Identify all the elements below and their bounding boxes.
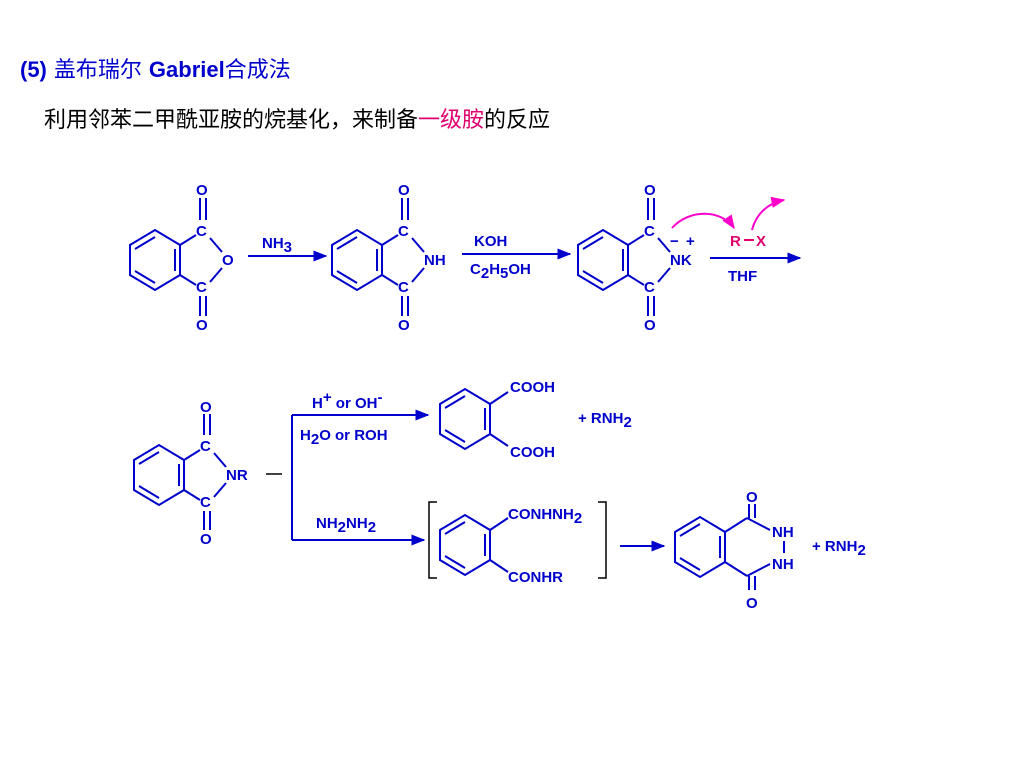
reagent-koh: KOH [474,233,507,250]
phthalic-acid: COOH COOH [439,379,555,461]
bracket-right [598,501,607,579]
heading-cn: 盖布瑞尔 [53,58,142,83]
reagent-water-alcohol: H2O or ROH [300,427,388,448]
atom-c: C [398,279,409,296]
atom-o: O [200,531,212,548]
halide-x: X [756,233,766,250]
atom-c: C [644,279,655,296]
group-cooh: COOH [510,379,555,396]
atom-o: O [398,317,410,334]
curly-arrow-nucleophile [671,212,735,230]
atom-o: O [200,399,212,416]
atom-o: O [746,489,758,506]
charge-plus: + [686,233,695,250]
atom-c: C [398,223,409,240]
subtitle-highlight: 一级胺 [418,108,485,133]
group-conhnh2: CONHNH2 [508,506,582,527]
reagent-hydrazine: NH2NH2 [316,515,376,536]
product-amine: + RNH2 [578,410,632,431]
atom-c: C [196,223,207,240]
bracket-left [428,501,437,579]
alkyl-r: R [730,233,741,250]
heading-number: (5) [20,57,47,82]
atom-nr: NR [226,467,248,484]
atom-o: O [196,317,208,334]
atom-nh: NH [772,524,794,541]
atom-nh: NH [772,556,794,573]
group-conhr: CONHR [508,569,563,586]
hydrazide-intermediate: CONHNH2 CONHR [439,506,582,586]
curly-arrow-leaving [751,196,786,231]
reagent-ethanol: C2H5OH [470,261,531,282]
phthalhydrazide: O O NH NH [674,489,794,612]
atom-o: O [196,182,208,199]
atom-c: C [200,438,211,455]
atom-o-ring: O [222,252,234,269]
atom-o: O [644,182,656,199]
slide-heading: (5) 盖布瑞尔 Gabriel合成法 [20,52,291,84]
benzene-ring [129,228,181,292]
slide-subtitle: 利用邻苯二甲酰亚胺的烷基化，来制备一级胺的反应 [44,102,550,134]
potassium-phthalimide: C C O O NK − + [577,182,695,334]
atom-o: O [644,317,656,334]
subtitle-pre: 利用邻苯二甲酰亚胺的烷基化，来制备 [44,108,419,133]
atom-c: C [196,279,207,296]
heading-tail: 合成法 [224,58,291,83]
subtitle-post: 的反应 [484,108,551,133]
atom-nh: NH [424,252,446,269]
atom-c: C [644,223,655,240]
phthalic-anhydride: C C O O O [129,182,234,334]
product-amine: + RNH2 [812,538,866,559]
solvent-thf: THF [728,268,757,285]
phthalimide: C C O O NH [331,182,446,334]
heading-en: Gabriel [148,57,225,82]
atom-nk: NK [670,252,692,269]
group-cooh: COOH [510,444,555,461]
charge-minus: − [670,233,679,250]
reagent-nh3: NH3 [262,235,292,256]
atom-o: O [398,182,410,199]
atom-c: C [200,494,211,511]
n-alkylphthalimide: C C O O NR [133,399,248,548]
reagent-acid-base: H+ or OH- [312,389,382,412]
atom-o: O [746,595,758,612]
